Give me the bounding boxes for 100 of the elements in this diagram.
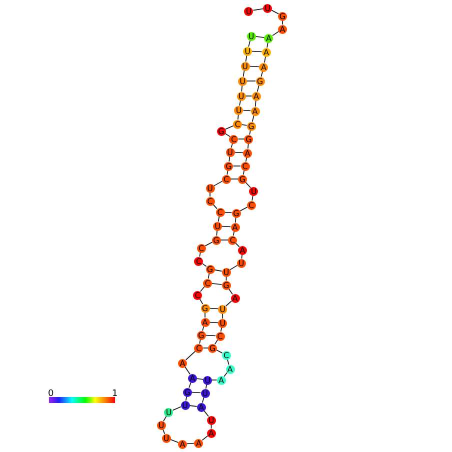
nucleotide-circle: C <box>216 332 224 340</box>
connector-line <box>242 110 251 112</box>
connector-line <box>224 125 234 130</box>
nucleotide-circle: G <box>244 134 254 144</box>
nucleotide-circle: G <box>256 76 264 86</box>
nucleotide-circle: A <box>226 364 234 374</box>
nucleotide-circle: G <box>246 122 256 130</box>
nucleotide-circle: U <box>218 304 227 314</box>
nucleotide-circle: C <box>228 236 237 244</box>
connector-line <box>202 326 204 332</box>
nucleotide-circle: C <box>196 244 206 252</box>
nucleotide-circle: A <box>194 438 204 448</box>
nucleotide-circle: U <box>249 186 258 196</box>
connector-line <box>246 80 256 82</box>
nucleotide-circle: U <box>200 388 210 398</box>
scale-label: 0 <box>48 389 54 399</box>
nucleotide-circle: A <box>206 428 216 438</box>
connector-line <box>249 66 260 68</box>
nucleotide-circle: A <box>259 62 268 72</box>
nucleotide-circle: A <box>264 34 274 42</box>
nucleotide-circle: U <box>222 268 231 276</box>
nucleotide-circle: U <box>244 6 254 16</box>
nucleotide-circle: G <box>232 208 241 218</box>
nucleotide-circle: U <box>162 434 171 442</box>
nucleotide-circle: C <box>246 200 256 210</box>
connector-line <box>172 406 182 411</box>
connector-line <box>196 378 204 380</box>
nucleotide-circle: U <box>238 76 247 86</box>
connector-line <box>252 50 262 52</box>
connector-line <box>234 152 244 154</box>
connector-line <box>192 392 201 394</box>
connector-line <box>214 339 218 345</box>
nucleotide-circle: A <box>196 402 206 412</box>
nucleotide-circle: A <box>250 106 260 116</box>
connector-line <box>186 442 195 444</box>
nucleotide-circle: A <box>262 48 271 56</box>
connector-line <box>212 283 222 285</box>
nucleotide-circle: A <box>252 92 261 100</box>
connector-line <box>228 288 233 295</box>
nucleotide-circle: U <box>206 416 216 424</box>
nucleotide-circle: U <box>236 92 246 100</box>
nucleotide-circle: A <box>216 376 226 384</box>
nucleotide-circle: G <box>208 344 217 352</box>
connector-line <box>245 182 252 188</box>
nucleotide-circle: U <box>240 62 250 70</box>
connector-line <box>255 36 265 38</box>
connector-line <box>214 269 222 272</box>
nucleotide-circle: C <box>233 120 242 128</box>
nucleotide-circle: A <box>178 440 187 448</box>
connector-line <box>248 143 249 149</box>
nucleotide-circle: U <box>180 400 190 410</box>
nucleotide-circle: A <box>238 246 247 254</box>
nucleotide-circle: U <box>156 420 166 430</box>
nucleotide-circle: G <box>278 12 287 20</box>
nucleotide-circle: C <box>193 290 202 300</box>
nucleotide-circle: U <box>226 148 234 156</box>
connector-line <box>184 366 190 375</box>
nucleotide-circle: A <box>200 318 210 326</box>
connector-line <box>242 70 245 77</box>
connector-line <box>204 312 206 318</box>
nucleotide-circle: A <box>188 374 197 382</box>
nucleotide-circle: A <box>178 358 187 368</box>
nucleotide-circle: G <box>183 388 192 396</box>
nucleotide-circle: U <box>263 4 272 12</box>
nucleotide-circle: C <box>206 196 214 206</box>
connector-line <box>252 8 264 11</box>
connector-line <box>271 10 279 14</box>
connector-line <box>224 212 232 214</box>
nucleotide-circle: G <box>238 174 247 184</box>
nucleotide-circle: A <box>278 24 287 34</box>
connector-line <box>209 308 218 310</box>
scale-label: 1 <box>112 389 118 399</box>
nucleotide-circle: U <box>206 184 214 192</box>
connector-line <box>230 264 238 270</box>
nucleotide-circle: U <box>236 258 246 268</box>
nucleotide-circle: C <box>229 134 238 144</box>
nucleotide-circle: A <box>243 148 252 158</box>
connector-line <box>222 313 223 319</box>
nucleotide-circle: U <box>213 222 222 230</box>
connector-line <box>202 435 208 441</box>
connector-line <box>209 322 218 324</box>
connector-line <box>185 350 196 360</box>
nucleotide-circle: G <box>196 330 206 340</box>
connector-line <box>224 372 228 377</box>
connector-line <box>245 55 248 62</box>
nucleotide-circle: U <box>234 106 244 114</box>
connector-line <box>282 20 283 25</box>
nucleotide-circle: U <box>203 376 212 384</box>
connector-line <box>264 56 266 63</box>
nucleotide-circle: G <box>222 280 231 290</box>
connector-line <box>235 242 240 248</box>
nucleotide-circle: C <box>194 344 204 352</box>
nucleotide-circle: C <box>240 162 250 170</box>
nucleotide-circle: G <box>216 126 226 136</box>
connector-line <box>238 114 239 120</box>
nucleotide-circle: C <box>216 208 224 216</box>
connector-line <box>205 334 216 336</box>
nucleotide-circle: U <box>164 408 174 416</box>
connector-line <box>225 300 232 306</box>
connector-line <box>230 178 238 180</box>
